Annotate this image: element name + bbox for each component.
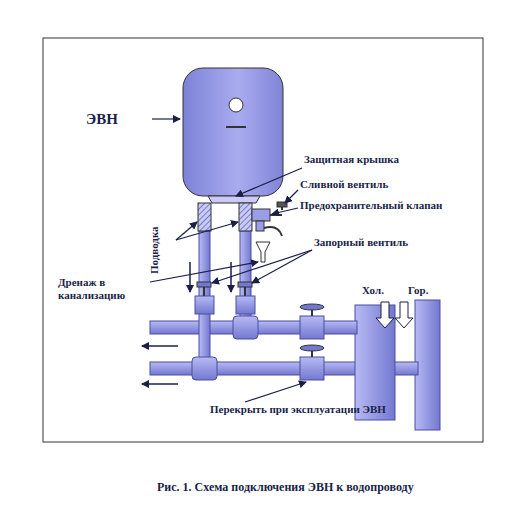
part-label: ЭВН <box>86 110 118 128</box>
figure-caption: Рис. 1. Схема подключения ЭВН к водопров… <box>157 480 414 494</box>
part-label: Запорный вентиль <box>314 236 408 249</box>
part-label: Хол. <box>362 284 384 297</box>
part-label: Подводка <box>148 226 161 274</box>
part-label: Предохранительный клапан <box>300 199 442 212</box>
part-label: Гор. <box>408 284 428 297</box>
part-label: Защитная крышка <box>304 153 399 166</box>
part-label: Перекрыть при эксплуатации ЭВН <box>210 403 386 416</box>
part-label: Дренаж в канализацию <box>58 276 158 302</box>
part-label: Сливной вентиль <box>300 178 388 191</box>
